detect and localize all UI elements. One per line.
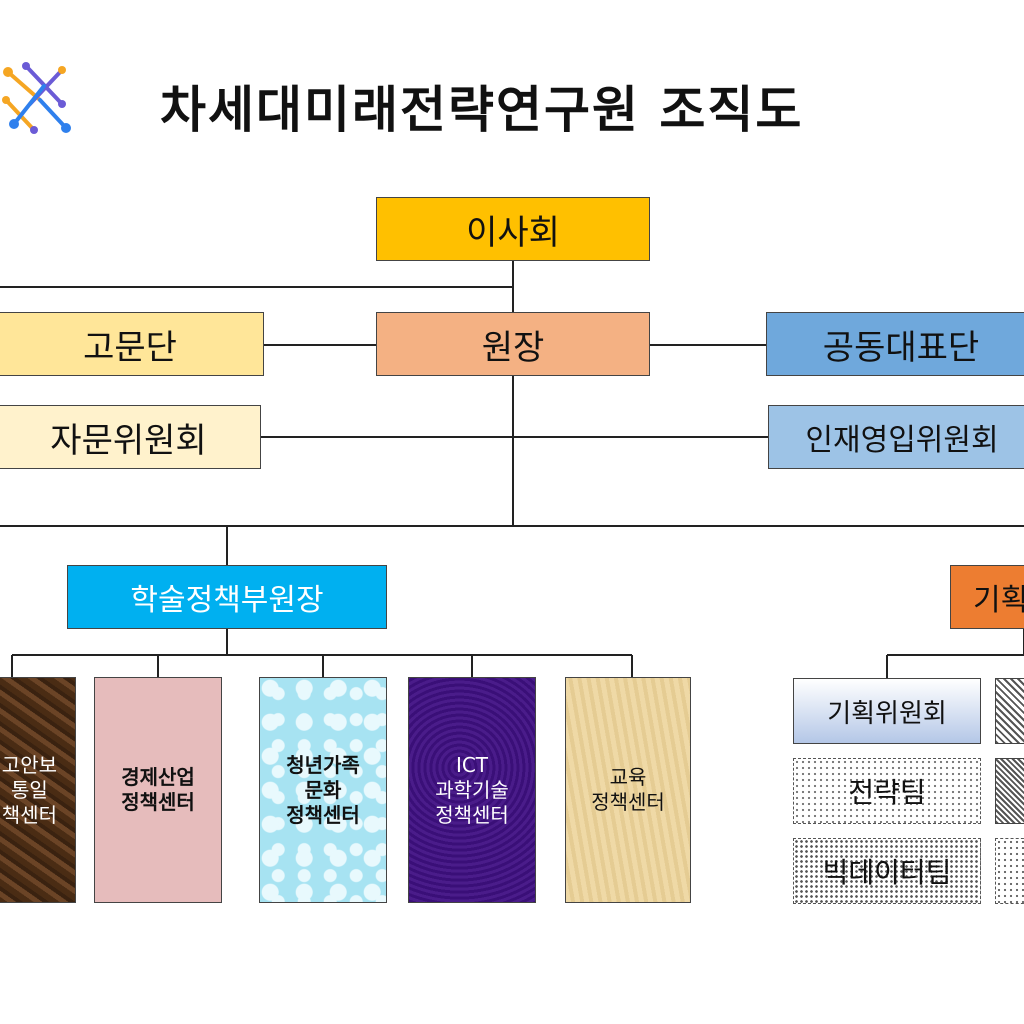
bigdata-team-box: 빅데이터팀 [793,838,981,904]
board-box: 이사회 [376,197,650,261]
strategy-team-label: 전략팀 [848,776,926,809]
education-center-box: 교육 정책센터 [565,677,691,903]
security-center-label: 고안보 통일 책센터 [1,752,57,827]
consult-committee-label: 자문위원회 [50,420,207,461]
institute-logo [2,62,71,134]
ict-center-box: ICT 과학기술 정책센터 [408,677,536,903]
co-representatives-box: 공동대표단 [766,312,1024,376]
advisors-box: 고문단 [0,312,264,376]
page-title: 차세대미래전략연구원 조직도 [160,81,804,139]
youth-center-box: 청년가족 문화 정책센터 [259,677,387,903]
vp-planning-label: 기획 [973,583,1024,618]
economy-center-label: 경제산업 정책센터 [121,765,195,814]
talent-committee-box: 인재영입위원회 [768,405,1024,469]
talent-committee-label: 인재영입위원회 [805,423,999,458]
security-center-box: 고안보 통일 책센터 [0,677,76,903]
vp-planning-box: 기획 [950,565,1024,629]
ict-center-label: ICT 과학기술 정책센터 [435,752,509,827]
director-box: 원장 [376,312,650,376]
planning-committee-box: 기획위원회 [793,678,981,744]
vp-academic-label: 학술정책부원장 [130,583,324,618]
youth-center-label: 청년가족 문화 정책센터 [286,752,360,827]
consult-committee-box: 자문위원회 [0,405,261,469]
advisors-label: 고문단 [83,327,177,368]
board-label: 이사회 [466,212,560,253]
vp-academic-box: 학술정책부원장 [67,565,387,629]
strategy-team-box: 전략팀 [793,758,981,824]
cropped-team-box [995,678,1024,744]
bigdata-team-label: 빅데이터팀 [822,856,952,889]
cropped-team-box [995,758,1024,824]
co-representatives-label: 공동대표단 [822,327,980,368]
cropped-team-box [995,838,1024,904]
planning-committee-label: 기획위원회 [827,698,947,729]
director-label: 원장 [481,327,545,368]
education-center-label: 교육 정책센터 [591,765,665,814]
economy-center-box: 경제산업 정책센터 [94,677,222,903]
